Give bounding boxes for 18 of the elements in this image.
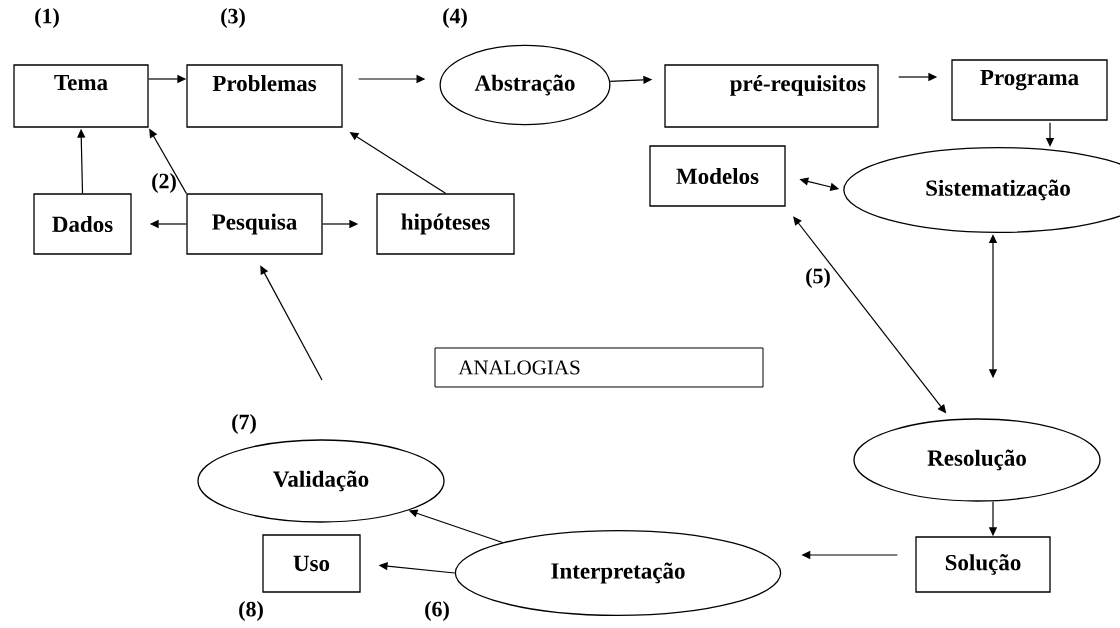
process-box: ANALOGIAS: [434, 347, 764, 388]
process-box: hipóteses: [376, 193, 515, 255]
process-box: Programa: [951, 59, 1108, 121]
arrow: [260, 265, 323, 381]
step-number: (1): [35, 8, 59, 28]
step-number: (5): [806, 268, 830, 288]
process-box: Problemas: [186, 64, 343, 128]
process-box: Uso: [262, 534, 361, 593]
step-number: (8): [239, 601, 263, 621]
process-box: Tema: [13, 64, 149, 128]
process-box: Solução: [915, 536, 1051, 593]
process-box: Pesquisa: [186, 193, 323, 255]
step-number: (3): [221, 8, 245, 28]
step-number: (2): [152, 173, 176, 193]
step-number: (6): [425, 601, 449, 621]
process-box: Dados: [33, 193, 132, 255]
process-box: Modelos: [649, 145, 786, 207]
process-box: pré-requisitos: [664, 64, 879, 128]
